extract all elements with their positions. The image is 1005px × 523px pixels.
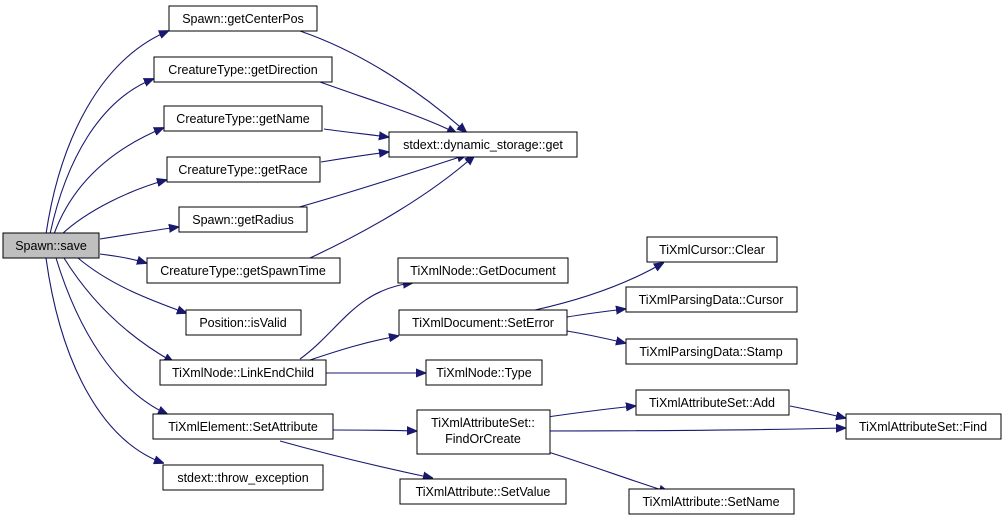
node-tixmlnode-linkendchild[interactable]: TiXmlNode::LinkEndChild (159, 359, 327, 386)
edge-save-to-getdirection (49, 79, 153, 235)
edge-save-to-setattribute (55, 257, 167, 414)
node-label: TiXmlAttributeSet::Add (649, 396, 775, 410)
node-tixmlattributeset-find[interactable]: TiXmlAttributeSet::Find (845, 413, 1002, 440)
edge-seterror-to-clear (534, 263, 663, 311)
node-tixmlcursor-clear[interactable]: TiXmlCursor::Clear (646, 236, 778, 263)
node-tixmlelement-setattribute[interactable]: TiXmlElement::SetAttribute (152, 413, 334, 440)
node-tixmldocument-seterror[interactable]: TiXmlDocument::SetError (398, 309, 568, 336)
node-label: Spawn::save (15, 239, 87, 253)
edges (45, 30, 845, 492)
edge-getrace-to-get (320, 152, 388, 163)
edge-setattribute-to-setvalue (279, 440, 432, 478)
node-label: stdext::throw_exception (177, 471, 308, 485)
edge-save-to-getrace (61, 180, 166, 235)
node-label: Spawn::getRadius (192, 213, 293, 227)
node-label: stdext::dynamic_storage::get (403, 138, 563, 152)
edge-save-to-getradius (99, 227, 178, 240)
node-label: TiXmlNode::LinkEndChild (172, 366, 314, 380)
node-spawn-getradius[interactable]: Spawn::getRadius (178, 206, 308, 233)
node-label: Spawn::getCenterPos (182, 12, 304, 26)
node-tixmlparsingdata-stamp[interactable]: TiXmlParsingData::Stamp (625, 338, 798, 365)
edge-save-to-throw-exception (45, 257, 163, 463)
edge-save-to-getname (53, 128, 163, 235)
node-label: CreatureType::getSpawnTime (160, 264, 326, 278)
edge-getdirection-to-get (319, 81, 456, 133)
node-label: CreatureType::getDirection (168, 63, 317, 77)
edge-seterror-to-cursor (566, 309, 625, 318)
edge-setattribute-to-findorcreate (332, 430, 416, 431)
node-tixmlattribute-setvalue[interactable]: TiXmlAttribute::SetValue (399, 478, 567, 505)
node-label-line2: FindOrCreate (445, 432, 521, 446)
edge-linkendchild-to-seterror (309, 336, 398, 361)
node-creaturetype-getrace[interactable]: CreatureType::getRace (166, 156, 321, 183)
edge-getcenterpos-to-get (299, 30, 466, 132)
edge-getspawntime-to-get (309, 156, 474, 259)
node-label: TiXmlParsingData::Stamp (639, 345, 782, 359)
edge-findorcreate-to-setname (544, 450, 668, 492)
node-label: Position::isValid (199, 316, 286, 330)
node-stdext-dynamic-storage-get[interactable]: stdext::dynamic_storage::get (388, 131, 578, 158)
edge-getname-to-get (323, 128, 388, 137)
edge-findorcreate-to-find (519, 428, 845, 431)
nodes: Spawn::save Spawn::getCenterPos Creature… (2, 5, 1002, 515)
node-label: TiXmlAttribute::SetName (642, 495, 779, 509)
node-tixmlattributeset-findorcreate[interactable]: TiXmlAttributeSet:: FindOrCreate (416, 409, 551, 455)
node-tixmlnode-type[interactable]: TiXmlNode::Type (425, 359, 543, 386)
edge-linkendchild-to-getdocument (299, 283, 412, 360)
node-tixmlattribute-setname[interactable]: TiXmlAttribute::SetName (628, 488, 795, 515)
edge-add-to-find (789, 405, 845, 418)
edge-save-to-getspawntime (99, 253, 146, 263)
node-label: TiXmlParsingData::Cursor (639, 293, 784, 307)
edge-save-to-getcenterpos (45, 31, 168, 235)
node-label: TiXmlCursor::Clear (659, 243, 765, 257)
node-stdext-throw-exception[interactable]: stdext::throw_exception (162, 464, 324, 491)
node-creaturetype-getdirection[interactable]: CreatureType::getDirection (153, 56, 333, 83)
node-creaturetype-getspawntime[interactable]: CreatureType::getSpawnTime (146, 257, 341, 284)
node-label: TiXmlAttributeSet::Find (859, 420, 987, 434)
edge-seterror-to-stamp (566, 330, 625, 343)
node-label: TiXmlNode::GetDocument (410, 264, 556, 278)
node-spawn-getcenterpos[interactable]: Spawn::getCenterPos (168, 5, 318, 32)
node-position-isvalid[interactable]: Position::isValid (185, 309, 302, 336)
edge-getradius-to-get (295, 155, 466, 209)
node-tixmlnode-getdocument[interactable]: TiXmlNode::GetDocument (397, 257, 569, 284)
node-tixmlattributeset-add[interactable]: TiXmlAttributeSet::Add (635, 389, 790, 416)
edge-save-to-isvalid (77, 257, 186, 313)
node-label: CreatureType::getRace (178, 163, 307, 177)
node-label: TiXmlNode::Type (436, 366, 531, 380)
node-label: TiXmlDocument::SetError (412, 316, 554, 330)
node-label-line1: TiXmlAttributeSet:: (431, 416, 535, 430)
node-label: CreatureType::getName (176, 112, 309, 126)
node-spawn-save[interactable]: Spawn::save (2, 232, 100, 259)
node-tixmlparsingdata-cursor[interactable]: TiXmlParsingData::Cursor (625, 286, 798, 313)
node-label: TiXmlAttribute::SetValue (416, 485, 551, 499)
node-creaturetype-getname[interactable]: CreatureType::getName (163, 105, 323, 132)
node-label: TiXmlElement::SetAttribute (168, 420, 318, 434)
edge-save-to-linkendchild (63, 257, 173, 362)
